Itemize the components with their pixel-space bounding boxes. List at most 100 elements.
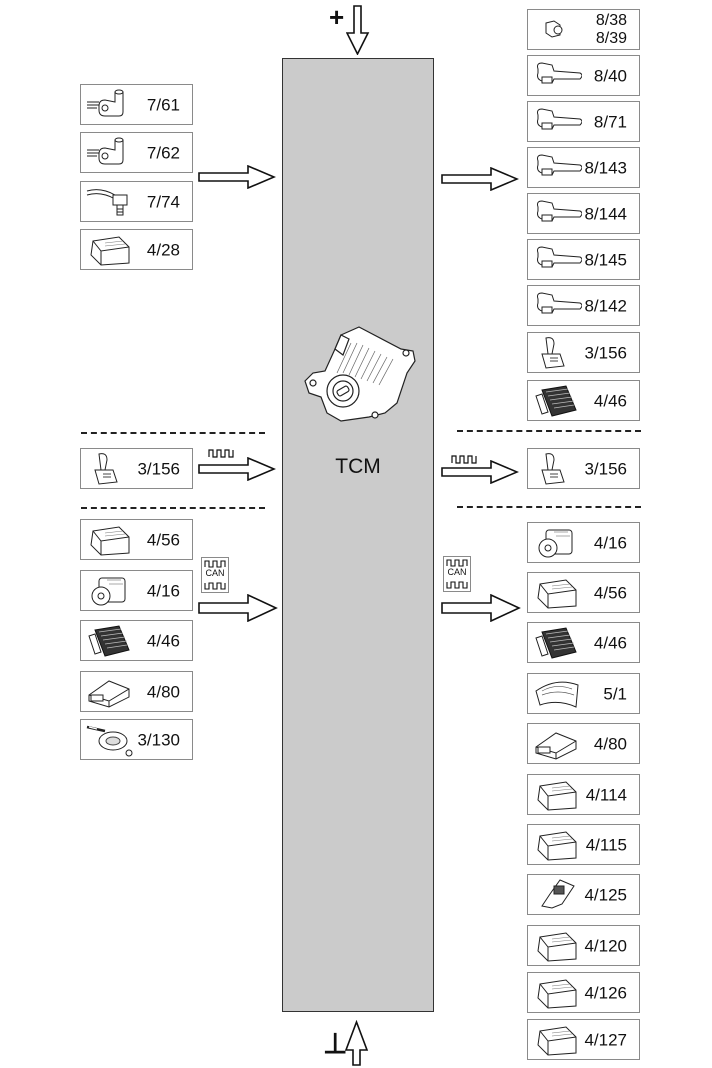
component-label: 5/1 bbox=[603, 684, 627, 703]
abs-module-icon bbox=[538, 529, 573, 557]
component-box-left-can[interactable]: 4/80 bbox=[80, 671, 193, 712]
power-in-arrow-icon bbox=[346, 5, 370, 55]
component-label: 4/16 bbox=[593, 533, 627, 552]
component-box-right-can[interactable]: 4/80 bbox=[527, 723, 640, 764]
component-box-left-can[interactable]: 4/56 bbox=[80, 519, 193, 560]
component-box-left-hardwired[interactable]: 7/62 bbox=[80, 132, 193, 173]
component-label-line: 8/39 bbox=[595, 29, 627, 47]
solenoid-icon bbox=[537, 107, 582, 130]
tcm-module-block: TCM bbox=[282, 58, 434, 1012]
component-box-right-can[interactable]: 4/126 bbox=[527, 972, 640, 1013]
tcm-unit-icon bbox=[304, 326, 416, 422]
solenoid-small-icon bbox=[545, 19, 563, 38]
input-arrow-hardwired-icon bbox=[198, 165, 276, 189]
airbag-module-icon bbox=[535, 731, 577, 760]
ecm-icon bbox=[88, 624, 130, 657]
separator-left-bottom bbox=[81, 507, 265, 509]
pwm-signal-icon bbox=[451, 455, 477, 464]
can-signal-icon bbox=[204, 582, 226, 590]
component-box-right-can[interactable]: 4/114 bbox=[527, 774, 640, 815]
solenoid-icon bbox=[537, 291, 582, 314]
component-box-right-hardwired[interactable]: 8/71 bbox=[527, 101, 640, 142]
component-label: 8/143 bbox=[584, 158, 627, 177]
instrument-cluster-icon bbox=[535, 681, 579, 708]
sensor-icon bbox=[87, 137, 124, 164]
component-box-right-hardwired[interactable]: 8/143 bbox=[527, 147, 640, 188]
ecm-icon bbox=[535, 384, 577, 417]
ecm-icon bbox=[535, 626, 577, 659]
input-arrow-pwm-icon bbox=[198, 457, 276, 481]
component-box-left-hardwired[interactable]: 4/28 bbox=[80, 229, 193, 270]
abs-module-icon bbox=[91, 577, 126, 605]
component-box-left-can[interactable]: 4/16 bbox=[80, 570, 193, 611]
switch-sensor-icon bbox=[86, 188, 128, 215]
component-label: 4/56 bbox=[146, 530, 180, 549]
component-box-left-can[interactable]: 3/130 bbox=[80, 719, 193, 760]
control-module-icon bbox=[537, 931, 577, 962]
component-label: 4/115 bbox=[585, 835, 627, 854]
component-box-left-pwm[interactable]: 3/156 bbox=[80, 448, 193, 489]
component-box-right-hardwired[interactable]: 8/40 bbox=[527, 55, 640, 96]
control-module-icon bbox=[537, 830, 577, 861]
component-box-right-pwm[interactable]: 3/156 bbox=[527, 448, 640, 489]
ground-out-arrow-icon bbox=[345, 1020, 369, 1066]
component-box-right-can[interactable]: 4/120 bbox=[527, 925, 640, 966]
component-label: 8/142 bbox=[584, 296, 627, 315]
component-label: 4/28 bbox=[146, 240, 180, 259]
component-box-right-hardwired[interactable]: 4/46 bbox=[527, 380, 640, 421]
component-box-right-can[interactable]: 4/115 bbox=[527, 824, 640, 865]
output-arrow-pwm-icon bbox=[441, 460, 519, 484]
component-box-right-hardwired[interactable]: 8/142 bbox=[527, 285, 640, 326]
component-label: 4/126 bbox=[584, 983, 627, 1002]
component-box-right-can[interactable]: 4/46 bbox=[527, 622, 640, 663]
component-label: 4/56 bbox=[593, 583, 627, 602]
component-box-right-can[interactable]: 4/125 bbox=[527, 874, 640, 915]
component-label: 4/16 bbox=[146, 581, 180, 600]
steering-switch-icon bbox=[86, 725, 133, 756]
control-module-icon bbox=[537, 578, 577, 609]
component-label: 8/71 bbox=[593, 112, 627, 131]
component-label: 3/130 bbox=[137, 730, 180, 749]
component-label: 4/46 bbox=[593, 633, 627, 652]
component-box-right-hardwired[interactable]: 8/144 bbox=[527, 193, 640, 234]
component-box-right-can[interactable]: 4/56 bbox=[527, 572, 640, 613]
component-box-right-can[interactable]: 5/1 bbox=[527, 673, 640, 714]
airbag-module-icon bbox=[88, 679, 130, 708]
output-arrow-can-icon bbox=[441, 594, 521, 622]
component-label: 3/156 bbox=[137, 459, 180, 478]
component-label: 4/114 bbox=[585, 785, 627, 804]
component-box-right-hardwired[interactable]: 3/156 bbox=[527, 332, 640, 373]
component-box-right-can[interactable]: 4/16 bbox=[527, 522, 640, 563]
component-box-right-can[interactable]: 4/127 bbox=[527, 1019, 640, 1060]
solenoid-icon bbox=[537, 245, 582, 268]
component-label: 7/74 bbox=[146, 192, 180, 211]
component-label: 4/46 bbox=[593, 391, 627, 410]
component-label: 4/46 bbox=[146, 631, 180, 650]
solenoid-icon bbox=[537, 61, 582, 84]
control-module-icon bbox=[90, 525, 130, 556]
component-label-line: 8/38 bbox=[595, 11, 627, 29]
component-box-right-hardwired[interactable]: 8/145 bbox=[527, 239, 640, 280]
gear-selector-icon bbox=[541, 336, 565, 369]
can-bus-badge-right: CAN bbox=[443, 556, 471, 592]
gear-selector-icon bbox=[541, 452, 565, 485]
output-arrow-hardwired-icon bbox=[441, 167, 519, 191]
solenoid-icon bbox=[537, 153, 582, 176]
component-box-left-can[interactable]: 4/46 bbox=[80, 620, 193, 661]
component-label: 3/156 bbox=[584, 343, 627, 362]
separator-right-bottom bbox=[457, 506, 641, 508]
sensor-icon bbox=[87, 89, 124, 116]
component-label: 8/144 bbox=[584, 204, 627, 223]
solenoid-icon bbox=[537, 199, 582, 222]
can-bus-badge-left: CAN bbox=[201, 557, 229, 593]
component-label: 7/62 bbox=[146, 143, 180, 162]
component-box-left-hardwired[interactable]: 7/74 bbox=[80, 181, 193, 222]
pwm-signal-icon bbox=[208, 449, 234, 458]
can-signal-icon bbox=[446, 581, 468, 589]
can-label: CAN bbox=[205, 568, 225, 578]
component-box-left-hardwired[interactable]: 7/61 bbox=[80, 84, 193, 125]
input-arrow-can-icon bbox=[198, 594, 278, 622]
can-signal-icon bbox=[204, 560, 226, 568]
